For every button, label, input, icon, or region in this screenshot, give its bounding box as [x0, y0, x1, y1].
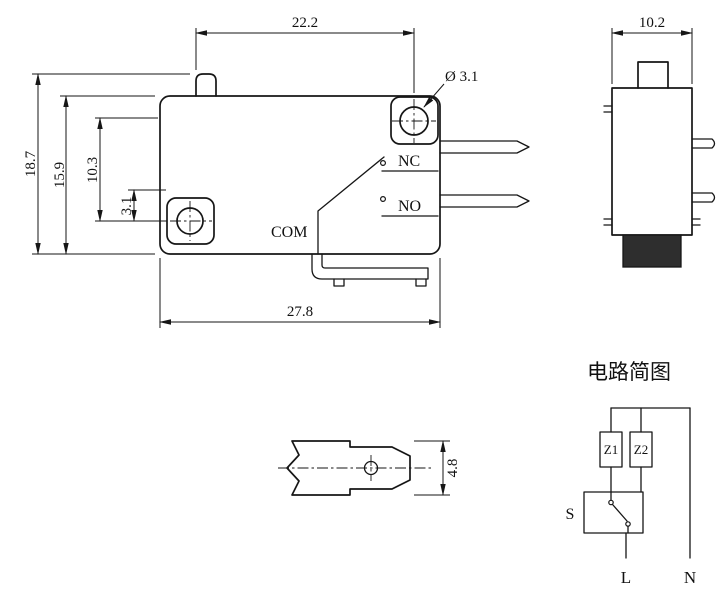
switch-body-outline	[159, 95, 441, 255]
contact-point-nc	[380, 160, 387, 167]
plunger	[195, 73, 217, 97]
side-pin-lower	[691, 192, 716, 203]
label-z2: Z2	[634, 442, 648, 457]
leader-line	[423, 83, 445, 108]
front-view: NC NO COM 22.2 Ø 3.1 18.7 15.9 10.3 3.1 …	[23, 15, 530, 328]
terminal-foot	[415, 278, 427, 287]
dim-hole-span: 10.3	[85, 157, 101, 183]
terminal-foot	[333, 278, 345, 287]
circuit-diagram: 电路简图 Z1 Z2 S L N	[566, 360, 697, 587]
dim-top-width: 22.2	[292, 15, 318, 31]
terminal-blade-outline	[286, 440, 411, 496]
dim-hole-offset: 3.1	[119, 197, 135, 216]
dim-height-body: 15.9	[52, 162, 68, 188]
mounting-boss-top	[390, 96, 439, 145]
label-z1: Z1	[604, 442, 618, 457]
impedance-z2-box	[629, 431, 653, 468]
dim-side-width: 10.2	[639, 15, 665, 31]
label-com: COM	[271, 224, 307, 241]
switch-contact	[608, 499, 614, 506]
impedance-z1-box	[599, 431, 623, 468]
side-view: 10.2	[603, 15, 716, 268]
dim-hole-diameter: Ø 3.1	[445, 69, 478, 85]
label-neutral: N	[684, 568, 696, 587]
terminal-pin-no	[439, 194, 530, 208]
dim-bottom-width: 27.8	[287, 304, 313, 320]
circuit-title: 电路简图	[587, 360, 671, 384]
label-line: L	[621, 568, 631, 587]
com-terminal	[311, 253, 429, 280]
switch-blade	[612, 504, 628, 522]
side-plunger	[637, 61, 669, 89]
side-body-outline	[611, 87, 693, 236]
side-pin-upper	[691, 138, 716, 149]
terminal-pin-nc	[439, 140, 530, 154]
side-base-block	[622, 234, 682, 268]
label-switch: S	[566, 506, 575, 523]
dim-terminal-height: 4.8	[445, 459, 461, 478]
common-lever	[317, 156, 385, 255]
label-no: NO	[398, 198, 421, 215]
terminal-detail-view: 4.8	[278, 440, 461, 496]
label-nc: NC	[398, 153, 420, 170]
contact-point-no	[380, 196, 387, 203]
dim-height-total: 18.7	[23, 150, 39, 177]
switch-box	[583, 491, 644, 534]
